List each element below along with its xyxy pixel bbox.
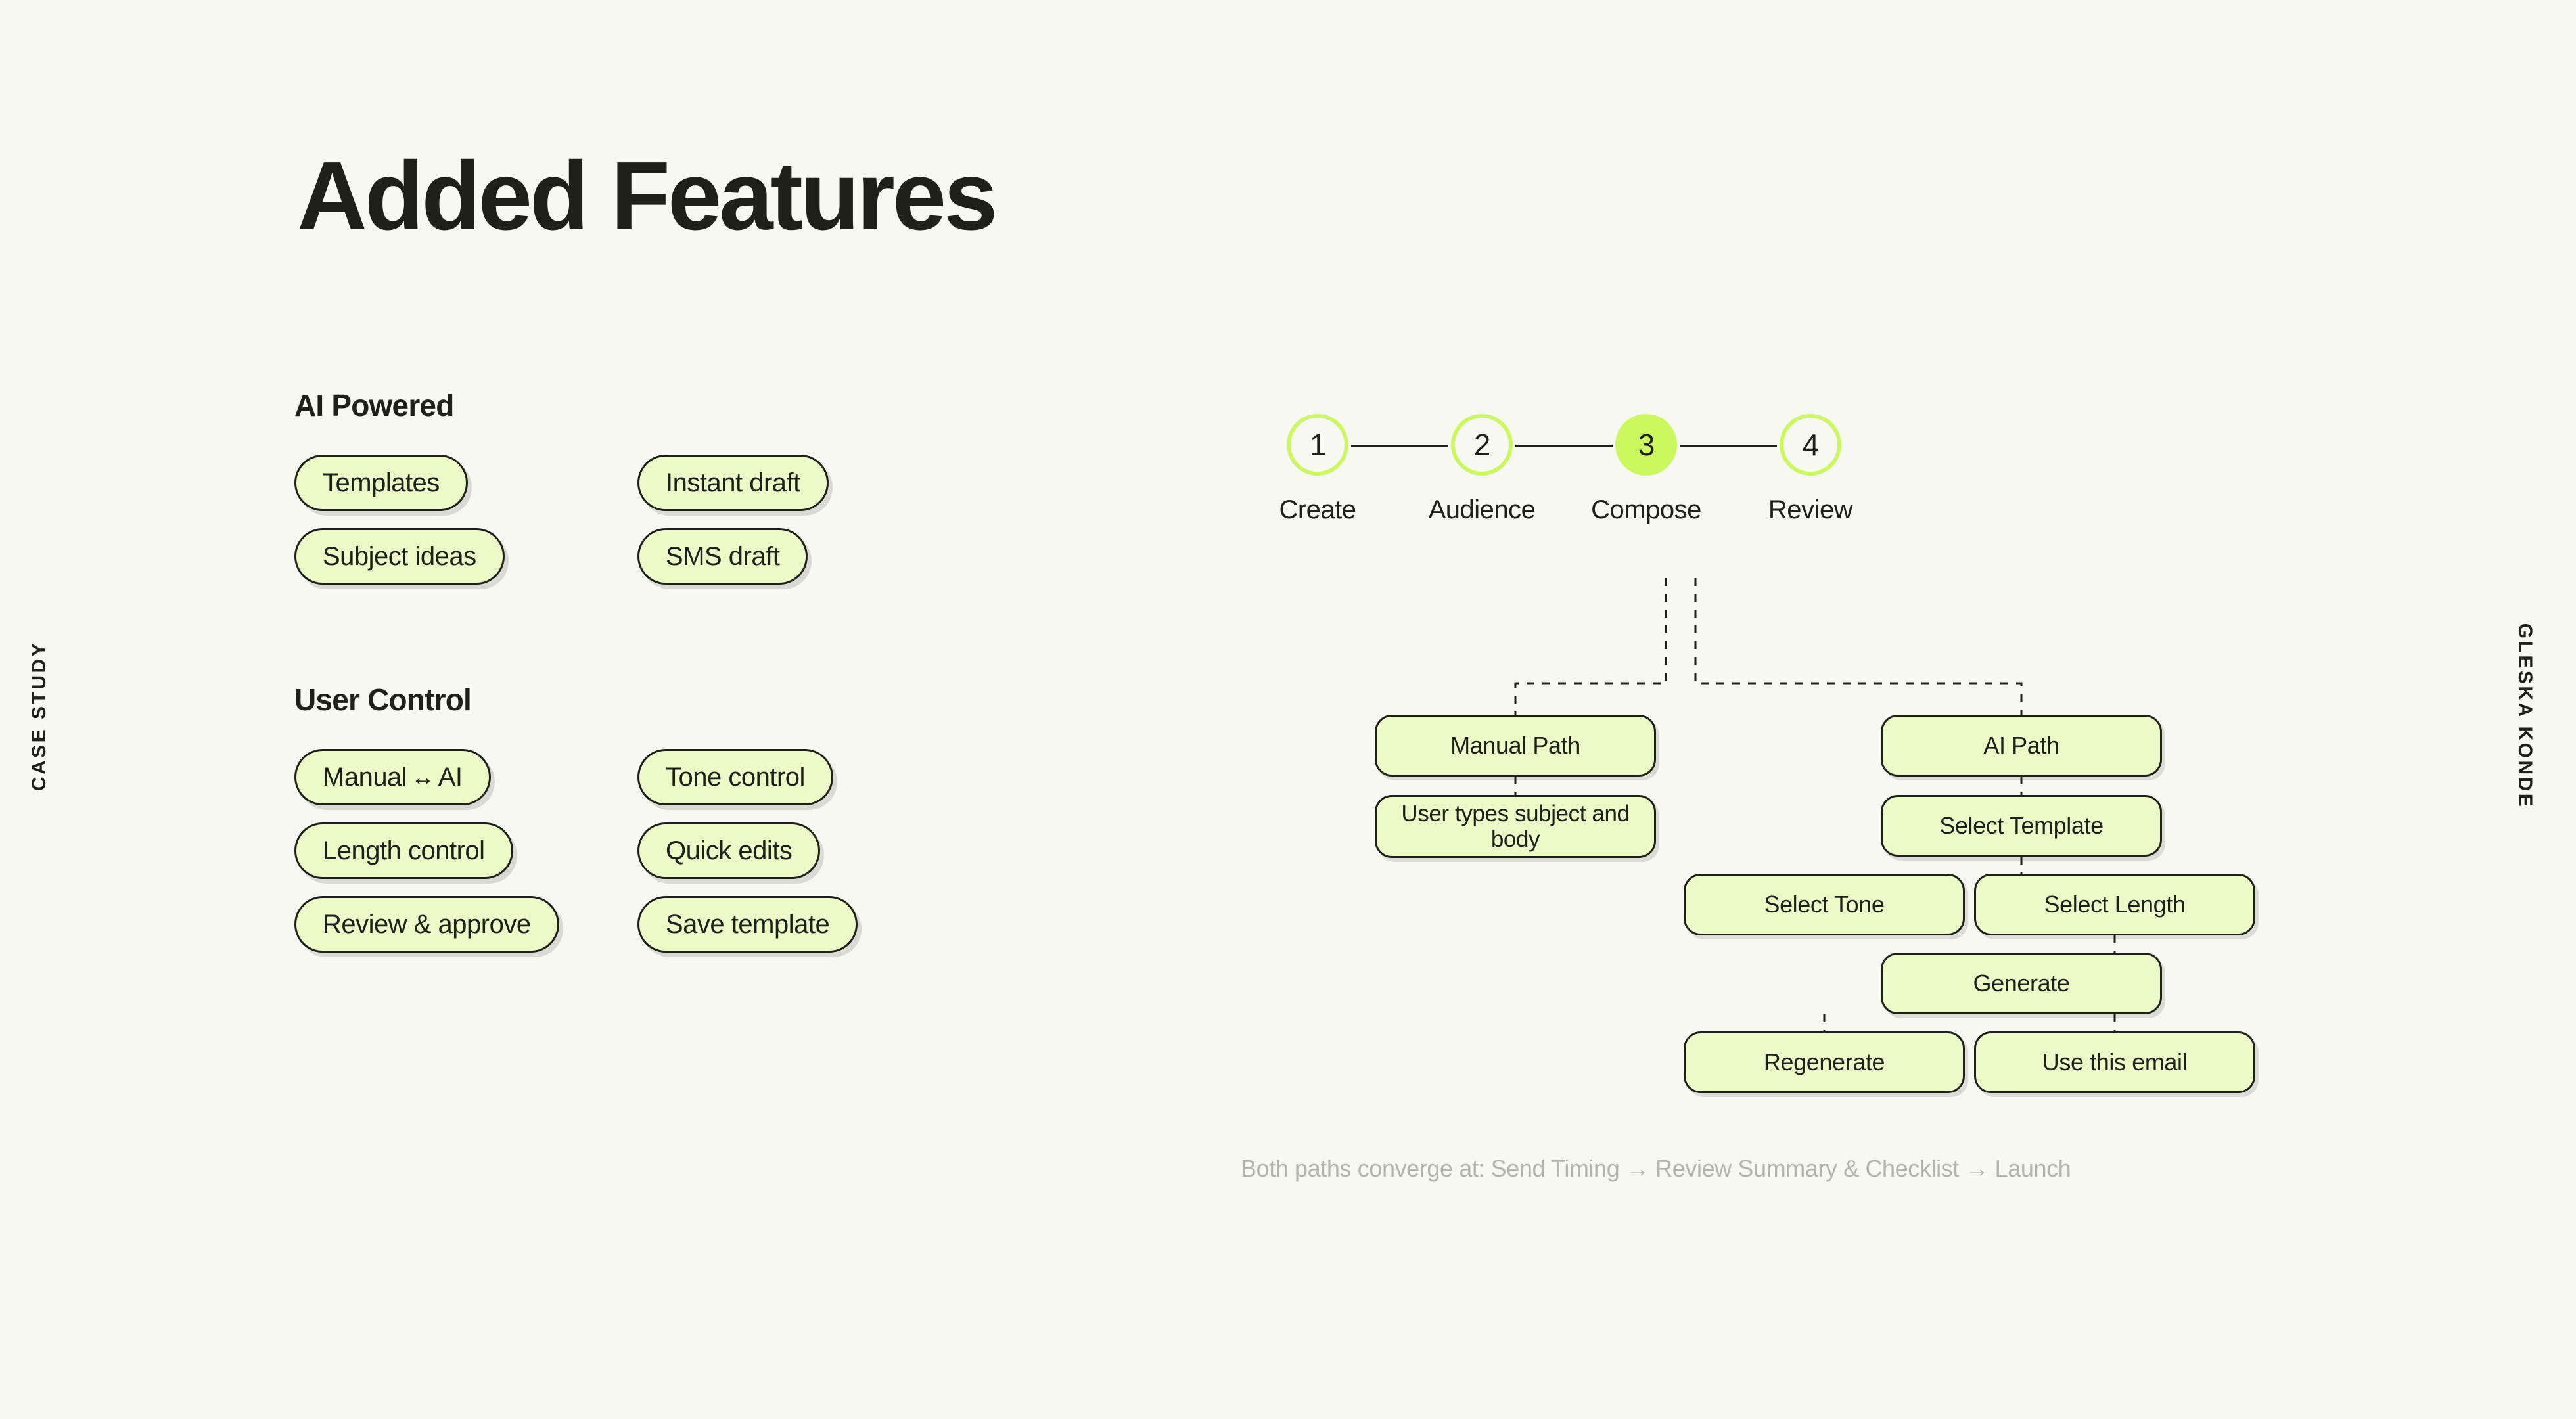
flow-node-select-length[interactable]: Select Length: [1974, 874, 2255, 935]
flow-node-regenerate[interactable]: Regenerate: [1684, 1031, 1965, 1093]
connector-compose-to-ai: [1694, 578, 2023, 715]
step-create[interactable]: 1 Create: [1235, 414, 1400, 525]
pill-save-template[interactable]: Save template: [637, 896, 858, 953]
flow-diagram: Manual Path User types subject and body …: [1235, 578, 2353, 1117]
flow-node-user-types-subject-and-body[interactable]: User types subject and body: [1375, 795, 1656, 858]
pill-subject-ideas[interactable]: Subject ideas: [294, 528, 505, 585]
rail-label-case-study: CASE STUDY: [28, 641, 50, 792]
flow-node-use-this-email[interactable]: Use this email: [1974, 1031, 2255, 1093]
flow-connectors: [1514, 578, 2116, 1031]
group-spacer: [294, 585, 1083, 682]
pill-cell: SMS draft: [637, 528, 966, 585]
flow-node-ai-path[interactable]: AI Path: [1881, 715, 2162, 777]
wizard-stepper: 1 Create 2 Audience 3 Compose 4 Review: [1235, 414, 2353, 578]
page-title: Added Features: [297, 142, 998, 250]
step-number-2: 2: [1451, 414, 1513, 476]
pill-cell: Quick edits: [637, 822, 966, 879]
step-label-compose: Compose: [1591, 495, 1701, 524]
pill-manual-ai[interactable]: Manual ↔ AI: [294, 749, 491, 805]
step-label-review: Review: [1768, 495, 1853, 524]
pill-cell: Instant draft: [637, 455, 966, 511]
flow-node-select-template[interactable]: Select Template: [1881, 795, 2162, 857]
flow-footnote: Both paths converge at: Send Timing → Re…: [1241, 1155, 2071, 1182]
pill-cell: Save template: [637, 896, 966, 953]
pill-grid-user-control: Manual ↔ AI Tone control Length control …: [294, 749, 1083, 953]
group-heading-ai-powered: AI Powered: [294, 388, 454, 422]
pill-instant-draft[interactable]: Instant draft: [637, 455, 829, 511]
pill-tone-control[interactable]: Tone control: [637, 749, 833, 805]
step-review[interactable]: 4 Review: [1728, 414, 1893, 525]
pill-sms-draft[interactable]: SMS draft: [637, 528, 808, 585]
double-arrow-icon: ↔: [411, 763, 434, 790]
stepper-track: 1 Create 2 Audience 3 Compose 4 Review: [1235, 414, 2353, 578]
group-ai-powered: AI Powered Templates Instant draft Subje…: [294, 388, 1083, 585]
step-label-create: Create: [1279, 495, 1356, 524]
group-user-control: User Control Manual ↔ AI Tone control Le…: [294, 682, 1083, 953]
pill-templates[interactable]: Templates: [294, 455, 468, 511]
step-compose[interactable]: 3 Compose: [1564, 414, 1728, 525]
pill-quick-edits[interactable]: Quick edits: [637, 822, 821, 879]
pill-length-control[interactable]: Length control: [294, 822, 513, 879]
flow-node-manual-path[interactable]: Manual Path: [1375, 715, 1656, 777]
features-column: AI Powered Templates Instant draft Subje…: [294, 388, 1083, 953]
pill-cell: Length control: [294, 822, 623, 879]
flow-node-select-tone[interactable]: Select Tone: [1684, 874, 1965, 935]
step-label-audience: Audience: [1428, 495, 1536, 524]
pill-cell: Templates: [294, 455, 623, 511]
pill-cell: Tone control: [637, 749, 966, 805]
rail-label-author: GLESKA KONDE: [2514, 623, 2536, 809]
step-number-1: 1: [1287, 414, 1348, 476]
group-heading-user-control: User Control: [294, 683, 472, 717]
flow-node-generate[interactable]: Generate: [1881, 953, 2162, 1014]
pill-cell: Subject ideas: [294, 528, 623, 585]
step-connector-2-3: [1515, 445, 1613, 447]
pill-ai-label: AI: [438, 762, 463, 792]
pill-grid-ai-powered: Templates Instant draft Subject ideas SM…: [294, 455, 1083, 585]
connector-compose-to-manual: [1514, 578, 1667, 715]
step-connector-3-4: [1680, 445, 1777, 447]
step-audience[interactable]: 2 Audience: [1400, 414, 1564, 525]
step-number-4: 4: [1780, 414, 1841, 476]
step-connector-1-2: [1351, 445, 1448, 447]
pill-review-approve[interactable]: Review & approve: [294, 896, 559, 953]
step-number-3: 3: [1615, 414, 1677, 476]
pill-cell: Review & approve: [294, 896, 623, 953]
pill-manual-label: Manual: [323, 762, 407, 792]
pill-cell: Manual ↔ AI: [294, 749, 623, 805]
